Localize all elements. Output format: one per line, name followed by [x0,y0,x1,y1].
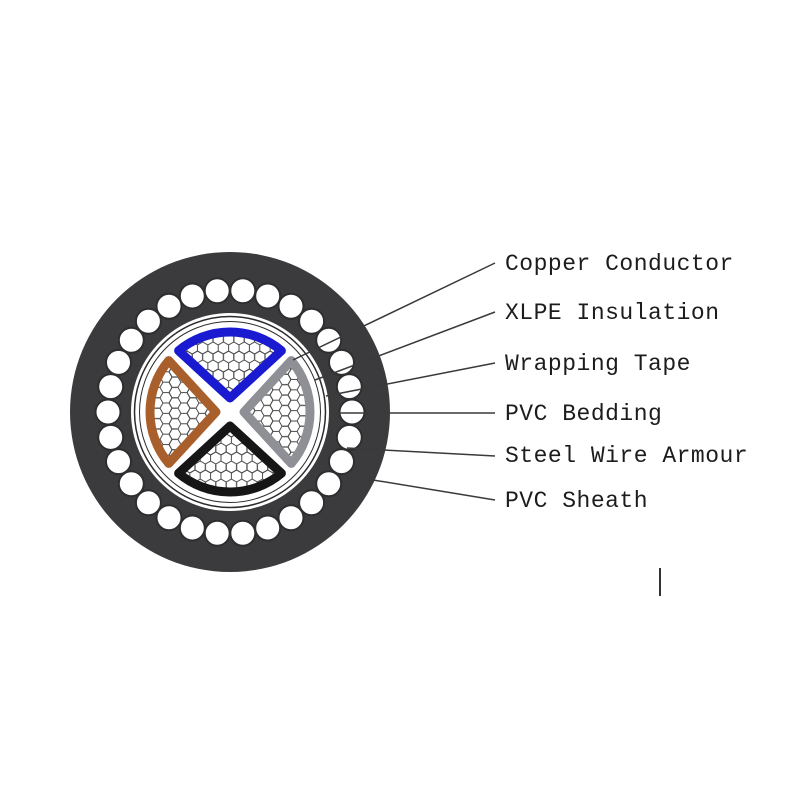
steel-wire [178,282,206,310]
steel-wire [335,373,363,401]
leader-line-xlpe-insulation [314,311,496,381]
leader-line-wrapping-tape [325,362,496,397]
steel-wire [315,470,343,498]
steel-wire [328,348,355,376]
steel-wire-armour-ring [94,277,366,547]
steel-wire [229,519,257,547]
steel-wire [134,489,162,517]
label-xlpe-insulation: XLPE Insulation [505,300,720,326]
core-left-brown [145,356,221,468]
steel-wire [134,307,162,335]
label-steel-wire-armour: Steel Wire Armour [505,443,748,469]
conductor-cores [145,327,315,497]
steel-wire [315,326,343,354]
core-top-blue [174,327,286,403]
leader-line-copper-conductor [292,262,496,361]
label-pvc-sheath: PVC Sheath [505,488,648,514]
steel-wire [298,489,326,517]
steel-wire [94,398,122,426]
steel-wire [335,423,363,451]
steel-wire [203,277,231,305]
steel-wire [298,307,326,335]
wrapping-tape-outer-ring [133,315,327,509]
pvc-bedding-inner-disc [131,313,329,511]
steel-wire [338,398,366,426]
steel-wire [97,423,125,451]
steel-wire [155,504,183,532]
steel-wire [254,282,282,310]
steel-wire [229,277,257,305]
core-bottom-black [174,421,286,497]
steel-wire [117,326,145,354]
steel-wire [203,519,231,547]
label-pvc-bedding: PVC Bedding [505,401,662,427]
label-wrapping-tape: Wrapping Tape [505,351,691,377]
leader-line-pvc-sheath [366,478,496,501]
steel-wire [155,292,183,320]
steel-wire [328,448,355,476]
steel-wire [178,514,206,542]
steel-wire [105,348,132,376]
steel-wire [254,514,282,542]
steel-wire [277,504,305,532]
steel-wire [117,470,145,498]
labels: Copper Conductor XLPE Insulation Wrappin… [505,251,748,514]
wrapping-tape-inner-ring [139,321,321,503]
core-right-gray [239,356,315,468]
steel-wire [97,373,125,401]
leader-line-steel-wire-armour [346,447,496,457]
steel-wire [105,448,132,476]
leader-lines [292,262,496,501]
label-copper-conductor: Copper Conductor [505,251,734,277]
steel-wire [277,292,305,320]
